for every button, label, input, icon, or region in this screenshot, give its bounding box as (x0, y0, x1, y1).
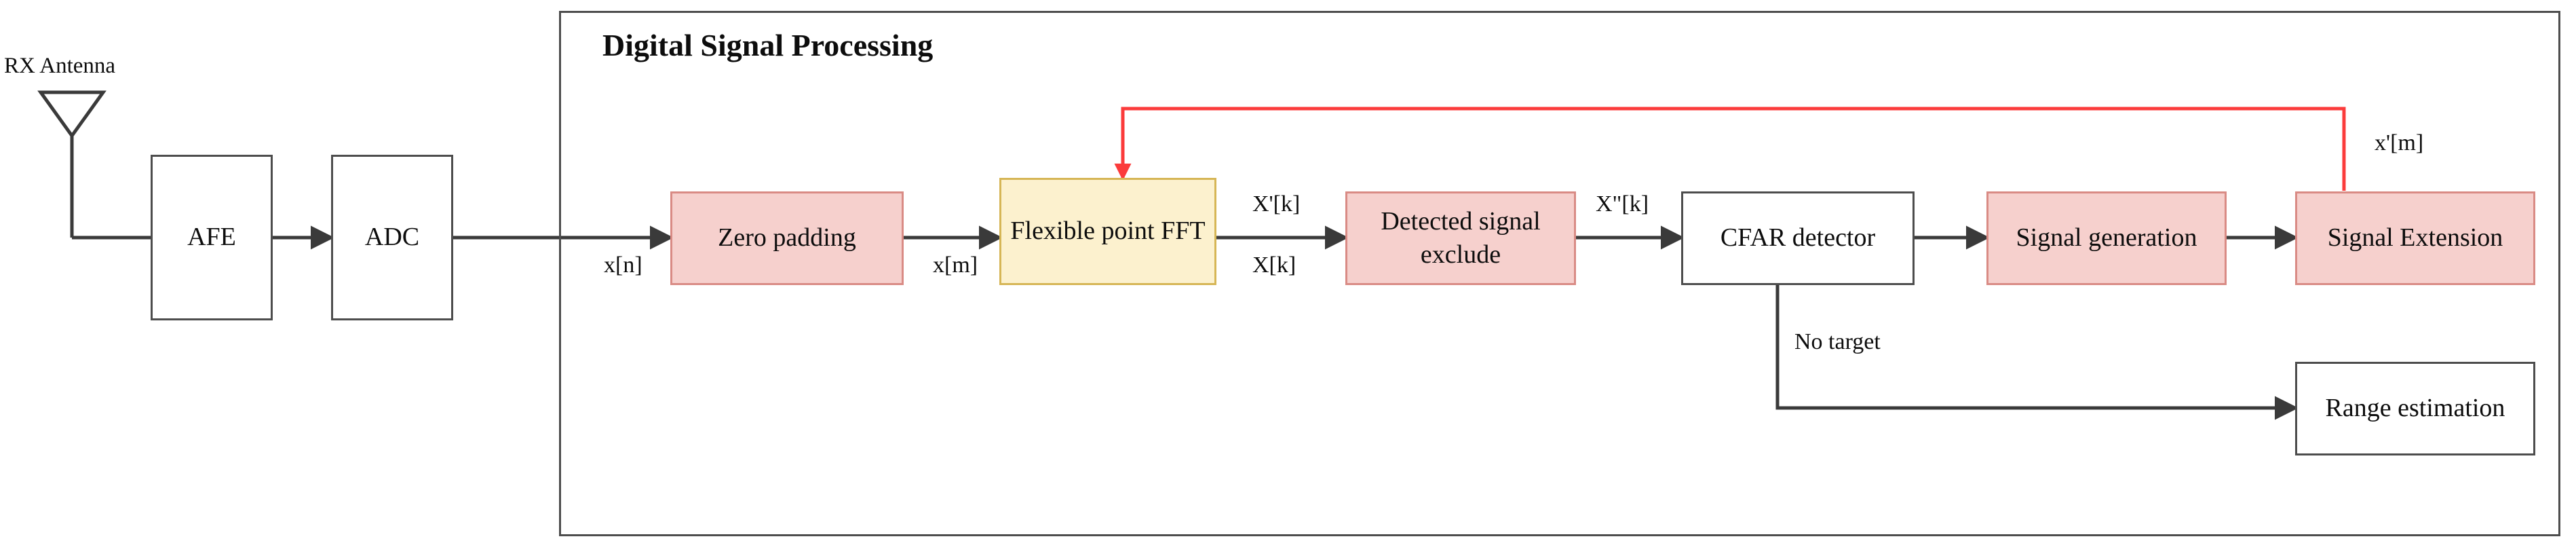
block-flexible-point-fft[interactable]: Flexible point FFT (999, 178, 1216, 285)
signal-label-xm-prime: x'[m] (2375, 130, 2424, 155)
block-signal-generation[interactable]: Signal generation (1986, 191, 2227, 285)
block-cfar-detector-label: CFAR detector (1720, 223, 1876, 253)
signal-label-xn: x[n] (604, 253, 642, 278)
block-detected-signal-exclude[interactable]: Detected signal exclude (1345, 191, 1576, 285)
block-range-estimation-label: Range estimation (2325, 394, 2505, 423)
block-adc[interactable]: ADC (331, 155, 453, 320)
block-afe-label: AFE (187, 223, 236, 252)
block-signal-extension[interactable]: Signal Extension (2295, 191, 2535, 285)
block-detected-signal-exclude-label-line1: Detected signal (1381, 206, 1541, 236)
rx-antenna-label: RX Antenna (4, 54, 116, 78)
block-zero-padding[interactable]: Zero padding (670, 191, 904, 285)
signal-label-xk: X[k] (1252, 253, 1296, 278)
dsp-title: Digital Signal Processing (602, 28, 934, 62)
dsp-container (559, 11, 2560, 536)
block-adc-label: ADC (364, 223, 420, 252)
block-zero-padding-label: Zero padding (718, 223, 856, 253)
signal-label-xk-double-prime: X"[k] (1596, 191, 1649, 217)
block-afe[interactable]: AFE (151, 155, 273, 320)
block-range-estimation[interactable]: Range estimation (2295, 362, 2535, 455)
signal-label-xm: x[m] (933, 253, 978, 278)
block-signal-extension-label: Signal Extension (2327, 223, 2503, 253)
block-signal-generation-label: Signal generation (2016, 223, 2197, 253)
block-detected-signal-exclude-label-line2: exclude (1420, 240, 1501, 269)
signal-label-xk-prime: X'[k] (1252, 191, 1301, 217)
block-cfar-detector[interactable]: CFAR detector (1681, 191, 1915, 285)
antenna-triangle-icon (37, 90, 151, 240)
signal-label-no-target: No target (1794, 329, 1881, 354)
block-flexible-point-fft-label: Flexible point FFT (1010, 217, 1206, 246)
connector-feedback-signalextension-fft (1114, 107, 2346, 191)
connector-cfar-rangeestimation (1775, 285, 2299, 420)
